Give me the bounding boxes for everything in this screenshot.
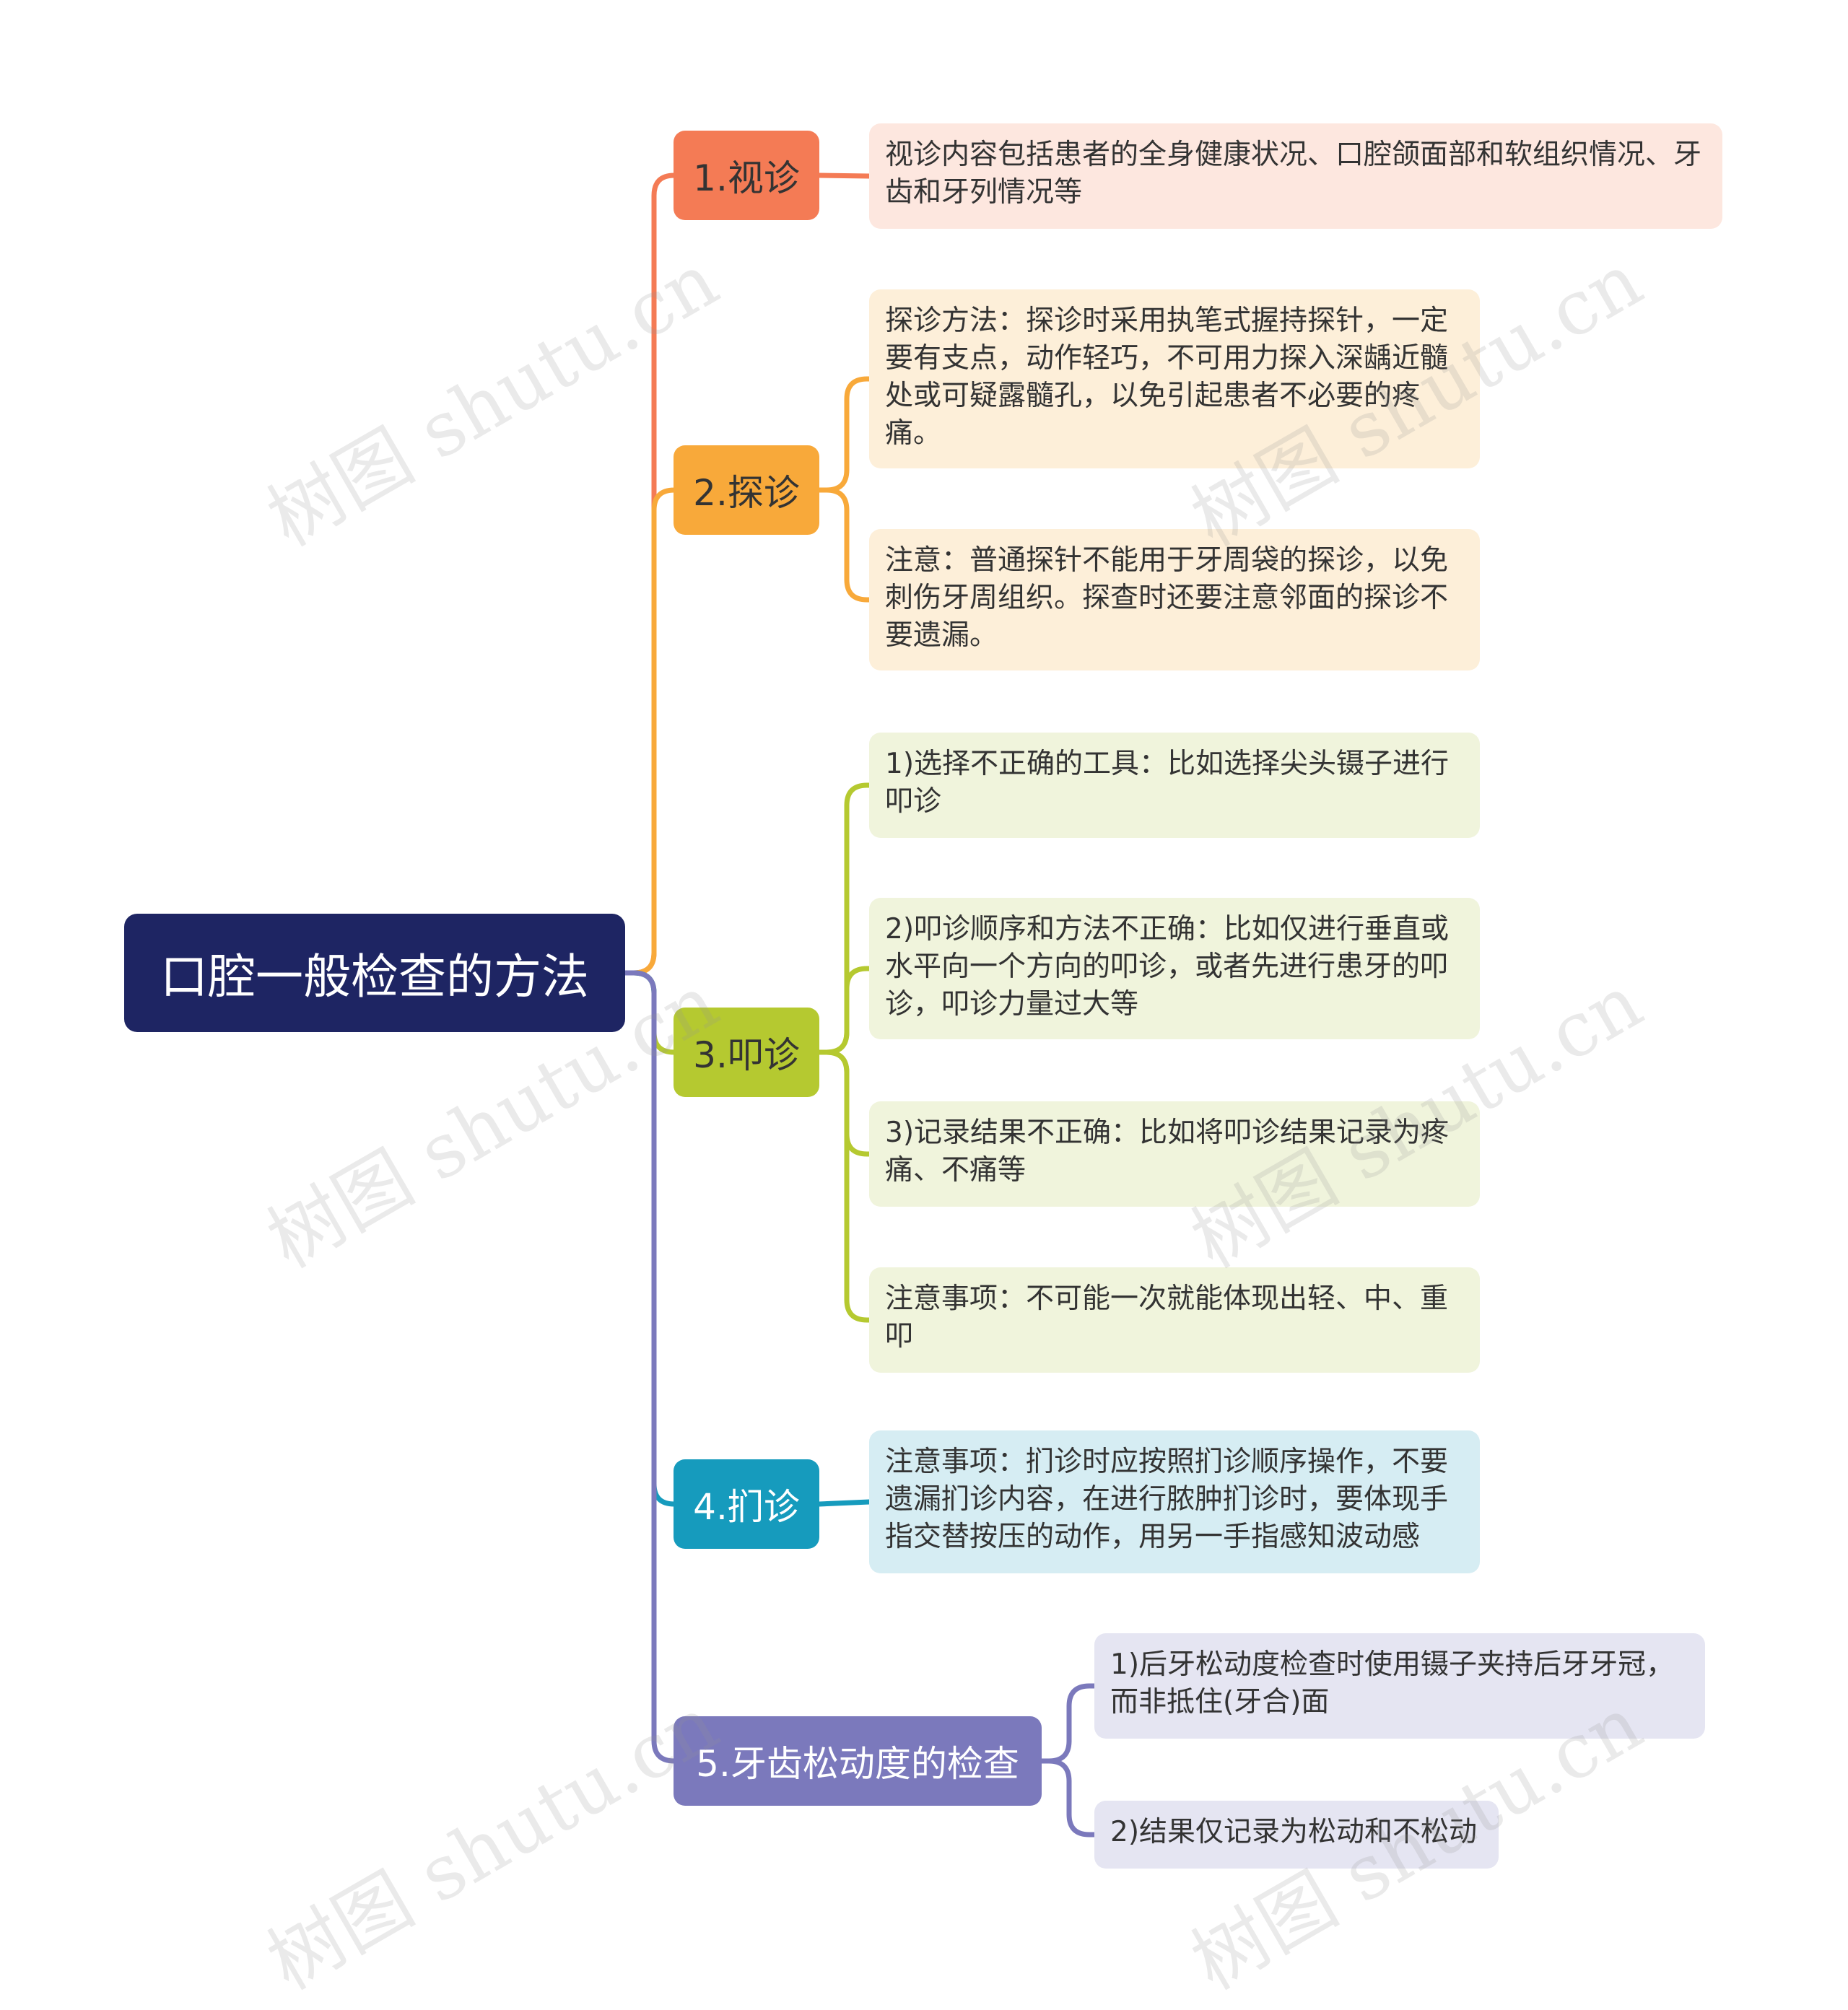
branch-visual-inspection[interactable]: 1.视诊 [674,131,819,220]
connector-branch-leaf [1039,1683,1097,1764]
connector-root-branch [622,970,676,1055]
leaf-percussion-tool[interactable]: 1)选择不正确的工具：比如选择尖头镊子进行叩诊 [869,733,1480,838]
leaf-probing-method[interactable]: 探诊方法：探诊时采用执笔式握持探针，一定要有支点，动作轻巧，不可用力探入深龋近髓… [869,289,1480,468]
leaf-visual-inspection-content[interactable]: 视诊内容包括患者的全身健康状况、口腔颌面部和软组织情况、牙齿和牙列情况等 [869,123,1722,229]
leaf-probing-note[interactable]: 注意：普通探针不能用于牙周袋的探诊，以免刺伤牙周组织。探查时还要注意邻面的探诊不… [869,529,1480,670]
branch-probing[interactable]: 2.探诊 [674,445,819,535]
leaf-mobility-record[interactable]: 2)结果仅记录为松动和不松动 [1094,1801,1499,1869]
leaf-mobility-method[interactable]: 1)后牙松动度检查时使用镊子夹持后牙牙冠，而非抵住(牙合)面 [1094,1633,1705,1739]
connector-branch-leaf [816,1049,872,1323]
connector-branch-leaf [816,376,872,493]
connector-branch-leaf [816,1499,872,1507]
leaf-percussion-order[interactable]: 2)叩诊顺序和方法不正确：比如仅进行垂直或水平向一个方向的叩诊，或者先进行患牙的… [869,898,1480,1039]
leaf-percussion-record[interactable]: 3)记录结果不正确：比如将叩诊结果记录为疼痛、不痛等 [869,1101,1480,1207]
root-topic[interactable]: 口腔一般检查的方法 [124,914,625,1032]
branch-tooth-mobility[interactable]: 5.牙齿松动度的检查 [674,1716,1042,1806]
leaf-palpation-note[interactable]: 注意事项：扪诊时应按照扪诊顺序操作，不要遗漏扪诊内容，在进行脓肿扪诊时，要体现手… [869,1430,1480,1573]
leaf-percussion-note[interactable]: 注意事项：不可能一次就能体现出轻、中、重叩 [869,1267,1480,1373]
connector-branch-leaf [816,487,872,603]
connector-root-branch [622,970,676,1764]
connector-root-branch [622,487,676,976]
connector-root-branch [622,172,676,976]
connector-branch-leaf [816,172,872,179]
connector-branch-leaf [1039,1758,1097,1838]
branch-percussion[interactable]: 3.叩诊 [674,1008,819,1097]
branch-palpation[interactable]: 4.扪诊 [674,1459,819,1549]
